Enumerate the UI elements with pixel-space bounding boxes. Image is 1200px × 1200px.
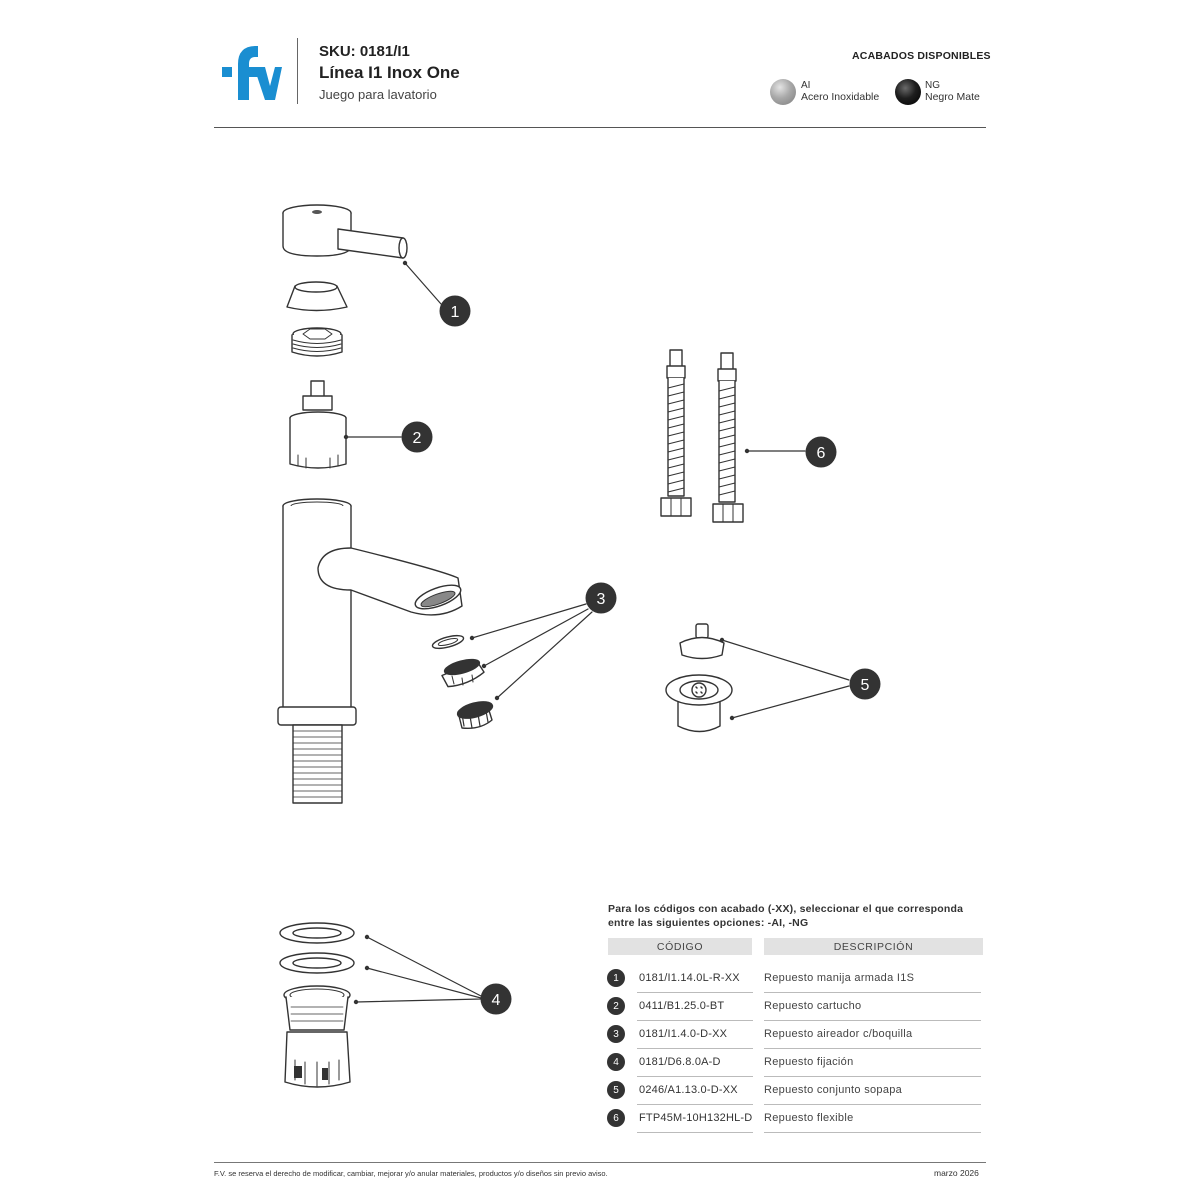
row-number-badge: 6 [607,1109,625,1127]
callout-5 [849,668,881,700]
table-header-code: CÓDIGO [608,938,752,955]
row-number-badge: 3 [607,1025,625,1043]
row-divider [764,1104,981,1105]
row-code: FTP45M-10H132HL-D [639,1112,753,1124]
row-description: Repuesto cartucho [764,1000,862,1012]
finish-swatch-ng [895,79,921,105]
fixing-kit [279,922,355,1088]
table-row: 5 0246/A1.13.0-D-XX Repuesto conjunto so… [606,1077,986,1105]
callout-4-label: 4 [492,992,501,1009]
table-row: 2 0411/B1.25.0-BT Repuesto cartucho [606,993,986,1021]
finishes-title: ACABADOS DISPONIBLES [852,50,991,62]
row-number-badge: 5 [607,1081,625,1099]
footer-date: marzo 2026 [934,1168,979,1178]
row-divider [637,1076,753,1077]
row-divider [764,1132,981,1133]
finish-code-ai: AI [801,80,811,91]
row-description: Repuesto fijación [764,1056,854,1068]
handle-part [282,204,408,259]
callout-6-label: 6 [817,445,826,462]
leader-lines [345,262,850,1003]
faucet-body [277,498,463,804]
cap-part [286,281,348,312]
row-divider [764,992,981,993]
row-divider [637,992,753,993]
callout-1 [439,295,471,327]
row-code: 0181/D6.8.0A-D [639,1056,721,1068]
table-row: 3 0181/I1.4.0-D-XX Repuesto aireador c/b… [606,1021,986,1049]
row-divider [637,1104,753,1105]
table-header-description: DESCRIPCIÓN [764,938,983,955]
row-number-badge: 4 [607,1053,625,1071]
flexible-hoses [660,349,744,523]
callout-3 [585,582,617,614]
row-code: 0246/A1.13.0-D-XX [639,1084,738,1096]
row-divider [637,1020,753,1021]
row-divider [764,1020,981,1021]
finish-swatch-ai [770,79,796,105]
fv-logo [222,46,282,100]
leader-dots [343,260,750,1005]
row-divider [637,1048,753,1049]
row-divider [764,1048,981,1049]
cartridge-part [289,380,347,469]
product-line-title: Línea I1 Inox One [319,63,460,82]
finish-code-note: Para los códigos con acabado (-XX), sele… [608,903,964,929]
nut-part [291,327,343,357]
row-number-badge: 2 [607,997,625,1015]
drain-assembly [665,623,733,733]
finish-name-ai: Acero Inoxidable [801,91,880,103]
row-code: 0181/I1.4.0-D-XX [639,1028,728,1040]
row-description: Repuesto manija armada I1S [764,972,915,984]
product-subtitle: Juego para lavatorio [319,87,437,102]
table-row: 4 0181/D6.8.0A-D Repuesto fijación [606,1049,986,1077]
sku-label: SKU: 0181/I1 [319,43,410,60]
callout-4 [480,983,512,1015]
row-number-badge: 1 [607,969,625,987]
row-code: 0181/I1.14.0L-R-XX [639,972,740,984]
finish-name-ng: Negro Mate [925,91,980,103]
callout-5-label: 5 [861,677,870,694]
footer-disclaimer: F.V. se reserva el derecho de modificar,… [214,1169,608,1178]
callout-2 [401,421,433,453]
row-divider [764,1076,981,1077]
aerator-parts [431,634,494,730]
callout-3-label: 3 [597,591,606,608]
finish-code-ng: NG [925,80,940,91]
footer-rule [214,1162,986,1163]
row-description: Repuesto aireador c/boquilla [764,1028,913,1040]
callout-6 [805,436,837,468]
table-row: 6 FTP45M-10H132HL-D Repuesto flexible [606,1105,986,1133]
table-row: 1 0181/I1.14.0L-R-XX Repuesto manija arm… [606,965,986,993]
header-divider [297,38,298,104]
callout-1-label: 1 [451,304,460,321]
header-rule [214,127,986,128]
row-code: 0411/B1.25.0-BT [639,1000,725,1012]
row-divider [637,1132,753,1133]
callout-2-label: 2 [413,430,422,447]
row-description: Repuesto conjunto sopapa [764,1084,903,1096]
row-description: Repuesto flexible [764,1112,854,1124]
